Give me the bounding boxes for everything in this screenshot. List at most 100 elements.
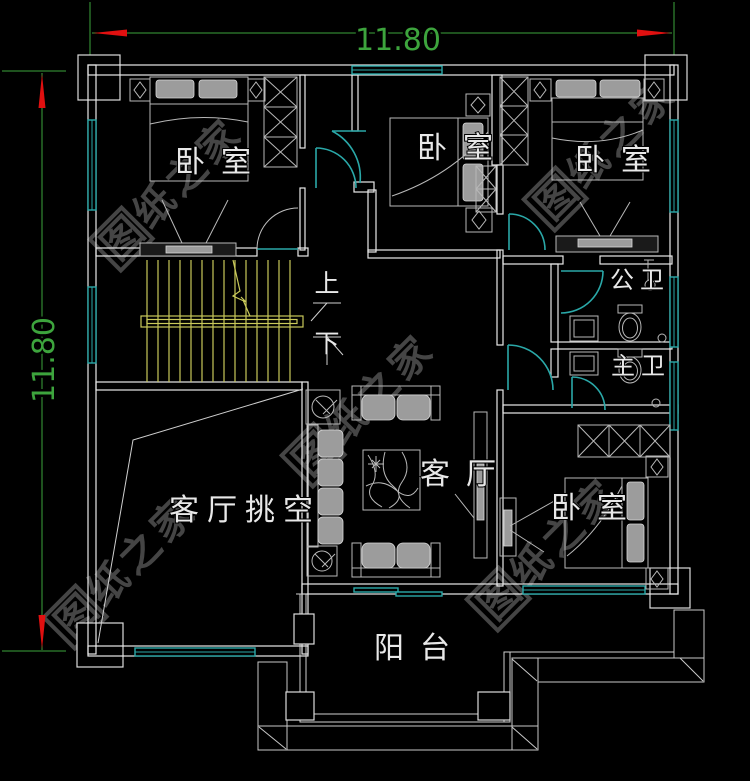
bed-sheet-lines: [566, 478, 623, 568]
door-bedroom1-swing: [315, 147, 357, 189]
pillow: [198, 79, 238, 99]
sofa-cushion: [361, 542, 396, 569]
roof-band-right: [537, 657, 705, 683]
living-room-furniture: [305, 385, 488, 578]
toilet-bowl-master: [618, 356, 642, 384]
door-bedroom3-swing: [508, 213, 546, 251]
label-stairs-down: 下: [314, 329, 339, 358]
washbasin-public: [569, 315, 599, 342]
wardrobe-bedroom3: [499, 76, 529, 166]
balcony-slider-leaf-1: [353, 587, 399, 593]
roof-hip-lines: [258, 657, 704, 750]
wall-bath-left-upper: [550, 263, 559, 343]
wardrobe-x-boxes: [263, 76, 298, 168]
balcony-wall-right: [503, 651, 511, 723]
tv-cabinet: [499, 497, 517, 557]
label-bedroom-top-left: 卧室: [175, 145, 267, 180]
pillow: [555, 79, 597, 98]
door-hall-swing: [256, 207, 299, 250]
stair-break-line: [231, 259, 251, 317]
nightstand-decor: [133, 81, 147, 99]
dresser-top: [577, 238, 633, 248]
sofa-cushion: [317, 429, 344, 458]
dimension-arrow-left: [93, 29, 127, 37]
nightstand-decor: [533, 81, 547, 99]
label-layer: 卧室 卧室 卧室 卧室 公卫 主卫 客厅 客厅挑空 阳台 上 下: [168, 130, 666, 667]
coffee-table-marble-lines: [365, 451, 419, 509]
bed-sheet-lines: [149, 103, 249, 125]
dimension-layer: 11.80 11.80: [2, 2, 675, 652]
dimension-value-left: 11.80: [27, 317, 62, 403]
pillow: [155, 79, 195, 99]
door-bedroom4-swing: [507, 344, 554, 391]
wall-bedroom2-bottom: [367, 249, 501, 259]
nightstand: [247, 78, 266, 102]
faucet-symbol: [644, 259, 656, 291]
furniture-layer: [97, 76, 671, 644]
stair-treads: [146, 260, 291, 382]
dimension-arrow-top: [38, 74, 46, 108]
plant: [311, 550, 333, 572]
sofa-cushion: [317, 487, 344, 516]
roof-band-left: [257, 661, 288, 751]
nightstand: [529, 78, 552, 102]
balcony-slider-leaf-2: [395, 591, 443, 597]
void-diagonal-marker: [97, 388, 304, 644]
nightstand: [465, 93, 491, 117]
nightstand-decor: [249, 81, 263, 99]
post-top-right: [644, 54, 688, 101]
plant-leaves: [315, 399, 338, 415]
roof-band-bottom: [257, 725, 539, 751]
dresser-mirror-lines: [579, 201, 631, 237]
nightstand: [645, 455, 669, 478]
balcony-pier-bottom-left: [285, 691, 315, 721]
washbasin-inner: [573, 319, 595, 338]
table-star-decor: [368, 456, 384, 472]
plant-leaves: [314, 553, 336, 568]
pillow: [626, 523, 645, 563]
stair-direction-leaders: [310, 302, 344, 365]
door-bath-master-swing: [571, 376, 606, 411]
dresser-top: [165, 245, 213, 254]
door-bath-public-swing: [560, 270, 604, 314]
dimension-arrow-right: [637, 29, 671, 37]
wall-bath-left-lower: [550, 348, 559, 378]
door-bedroom2-swing: [331, 130, 362, 184]
sofa-armrest: [430, 542, 441, 578]
plant-pot: [306, 545, 338, 577]
label-bedroom-top-middle: 卧室: [417, 131, 509, 166]
tv-panel-living: [476, 463, 485, 521]
tv-cabinet-living: [473, 411, 488, 559]
plant-pot: [305, 389, 341, 425]
wall-hall-top-right: [297, 247, 309, 257]
wall-bath-divider: [557, 341, 673, 350]
roof-tile-layer: [257, 593, 705, 751]
label-stairs-up: 上: [314, 269, 339, 298]
wardrobe-x-boxes-small: [475, 165, 497, 213]
tv-panel: [503, 509, 513, 547]
nightstand: [645, 567, 669, 590]
stair-handrail-inner: [146, 318, 298, 325]
wall-bath-top-left: [502, 255, 564, 265]
bed-bedroom3: [529, 78, 665, 253]
sofa-cushion: [396, 542, 431, 569]
watermark-logo-box: [520, 164, 590, 234]
label-balcony: 阳台: [374, 631, 466, 666]
floor-drain: [651, 398, 661, 408]
wall-bedroom1-right-lower: [299, 187, 306, 251]
wall-corridor-lower: [496, 389, 504, 587]
balcony-pier-left: [293, 613, 315, 645]
label-living-void: 客厅挑空: [169, 493, 321, 528]
bed-frame: [564, 477, 649, 569]
washbasin-inner: [573, 355, 595, 372]
dimension-value-top: 11.80: [355, 23, 441, 58]
wall-void-top: [95, 381, 303, 391]
sofa-cushion: [361, 394, 396, 421]
nightstand: [643, 78, 665, 102]
bathroom-fixtures: [569, 259, 667, 408]
label-living-room: 客厅: [420, 457, 512, 492]
label-leader-lines: [509, 499, 557, 553]
stair-handrail: [140, 315, 304, 328]
bed-bedroom4: [499, 424, 671, 590]
